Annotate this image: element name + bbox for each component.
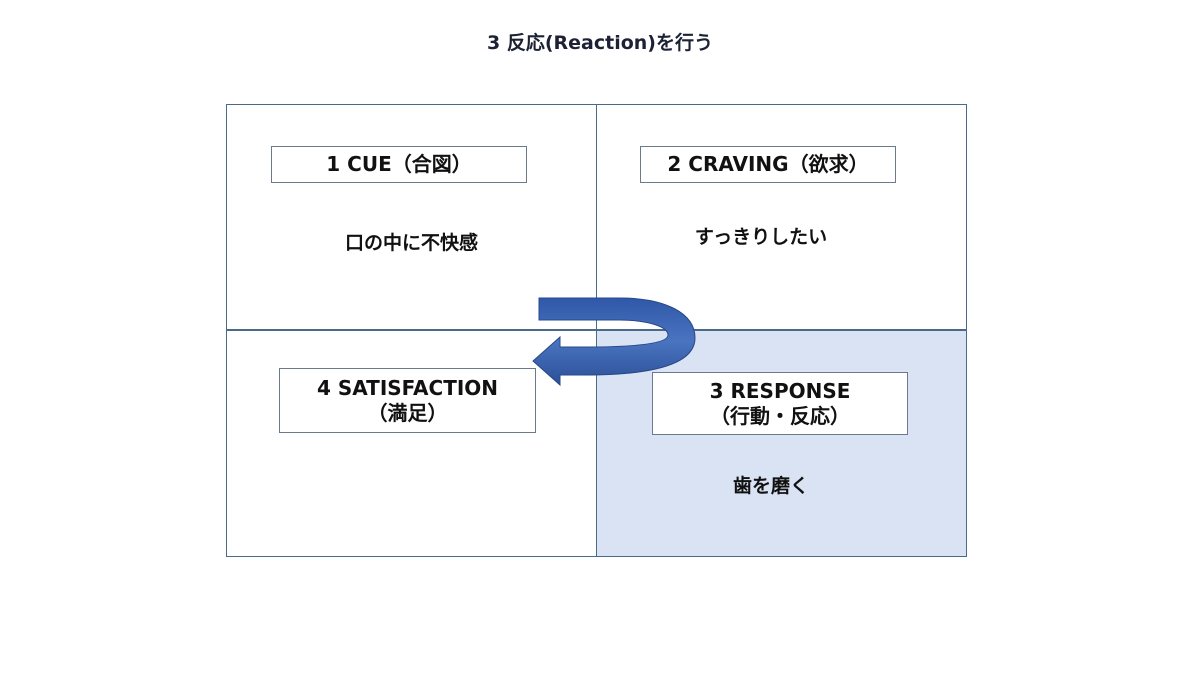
cue-text: 口の中に不快感 xyxy=(344,232,478,254)
response-label-box: 3 RESPONSE （行動・反応） xyxy=(652,372,908,435)
response-text: 歯を磨く xyxy=(732,475,809,497)
cue-label: 1 CUE（合図） xyxy=(326,152,472,176)
slide-title: 3 反応(Reaction)を行う xyxy=(487,32,713,54)
craving-label: 2 CRAVING（欲求） xyxy=(667,152,869,176)
response-label-line2: （行動・反応） xyxy=(710,403,850,428)
cue-label-box: 1 CUE（合図） xyxy=(271,146,527,183)
satisfaction-label-box: 4 SATISFACTION （満足） xyxy=(279,368,536,433)
response-label-line1: 3 RESPONSE xyxy=(709,378,851,403)
curved-arrow-body xyxy=(532,297,696,387)
craving-text: すっきりしたい xyxy=(694,226,828,248)
satisfaction-label-line1: 4 SATISFACTION xyxy=(316,375,499,400)
craving-label-box: 2 CRAVING（欲求） xyxy=(640,146,896,183)
satisfaction-label-line2: （満足） xyxy=(367,400,448,425)
craving-quadrant xyxy=(596,104,967,330)
